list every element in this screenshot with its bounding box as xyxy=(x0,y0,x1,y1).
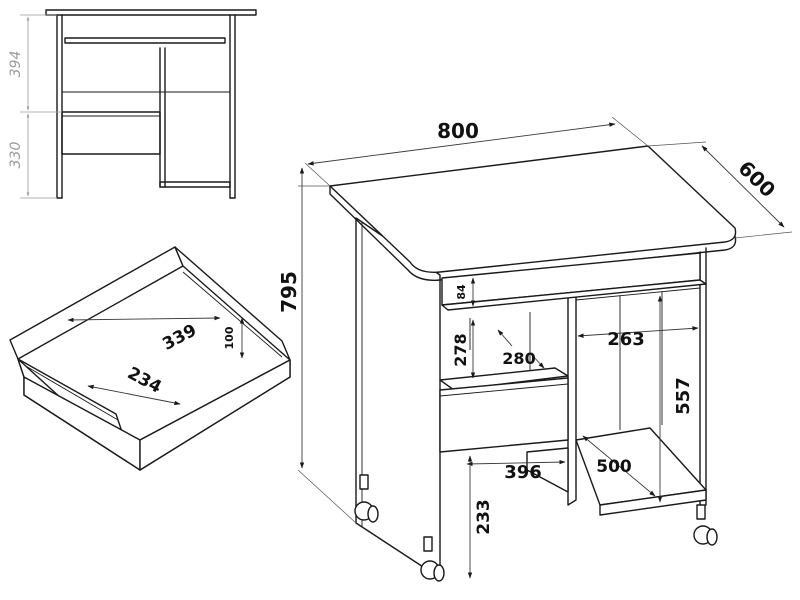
keyboard-shelf xyxy=(441,252,707,311)
lower-height-label: 330 xyxy=(8,142,24,169)
compartment-width-label: 263 xyxy=(607,329,645,350)
drawer-dimensions: 339 234 100 xyxy=(67,315,245,406)
desk: 800 600 795 84 278 280 396 233 263 557 5… xyxy=(277,116,793,582)
width-label: 800 xyxy=(437,119,479,143)
elevation-outline xyxy=(45,9,257,199)
drawer-height-label: 100 xyxy=(223,326,236,349)
desk-labels: 800 600 795 84 278 280 396 233 263 557 5… xyxy=(277,119,780,535)
front-elevation: 394 330 xyxy=(8,9,257,199)
drawer-width-label: 339 xyxy=(159,320,200,354)
desk-dimensions xyxy=(299,122,785,579)
drawer-depth-label: 234 xyxy=(124,363,165,397)
compartment-depth-label: 500 xyxy=(596,457,632,477)
upper-height-label: 394 xyxy=(8,51,24,78)
height-label: 795 xyxy=(277,271,301,313)
niche-depth-label: 280 xyxy=(502,349,535,368)
extension-lines xyxy=(297,116,793,524)
knee-width-label: 396 xyxy=(504,462,542,483)
depth-label: 600 xyxy=(734,156,781,202)
desk-drawer-front xyxy=(439,377,569,453)
right-side-panel xyxy=(567,290,577,506)
compartment-height-label: 557 xyxy=(673,377,694,415)
elevation-dimensions: 394 330 xyxy=(8,14,62,199)
niche-height-label: 278 xyxy=(451,333,470,366)
drawer-box xyxy=(9,246,291,471)
casters xyxy=(354,474,718,582)
keyboard-shelf-height-label: 84 xyxy=(455,284,468,300)
middle-shelf xyxy=(439,367,569,391)
drawer: 339 234 100 xyxy=(9,246,291,471)
floor-clearance-label: 233 xyxy=(474,499,494,535)
tabletop xyxy=(329,145,737,281)
